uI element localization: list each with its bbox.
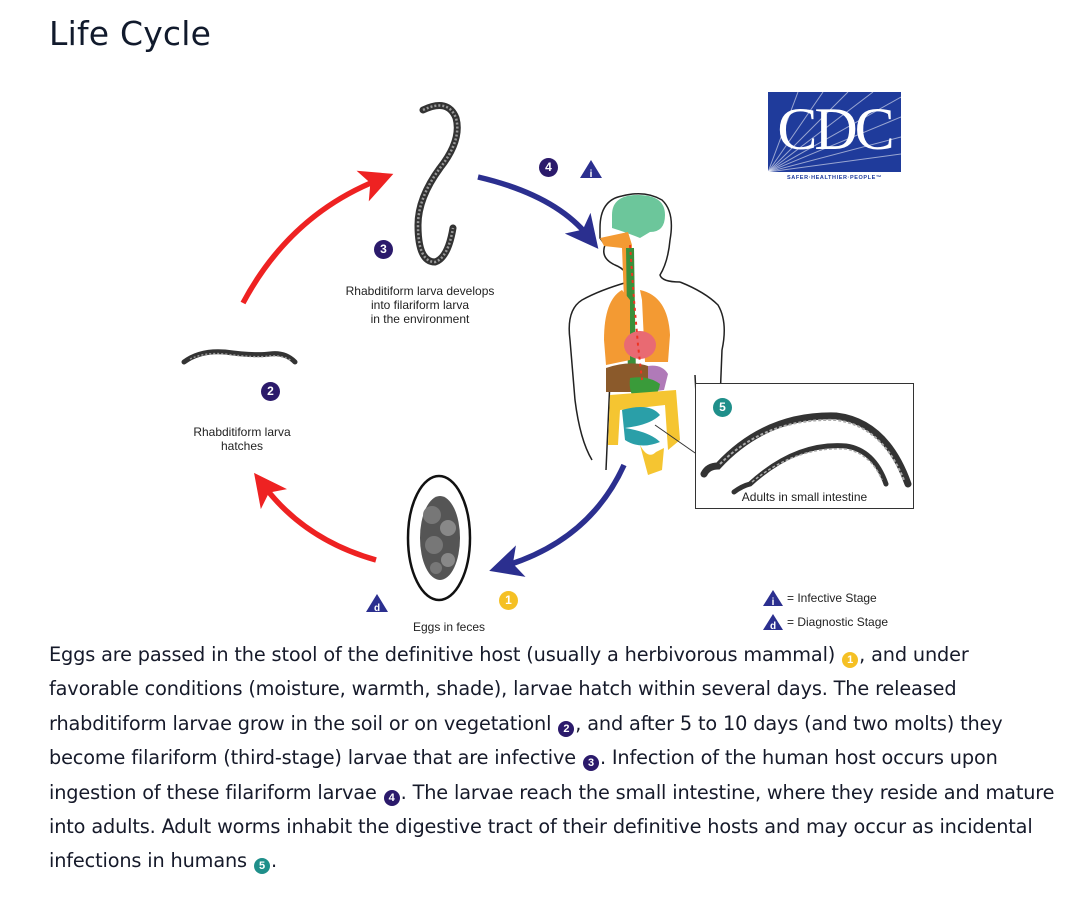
stage-1-label: Eggs in feces <box>412 620 486 634</box>
inline-stage-badge-5: 5 <box>253 858 270 875</box>
arrow-stage3-to-host <box>477 174 599 249</box>
arrow-host-to-stage1 <box>489 463 627 577</box>
cdc-logo: CDC <box>768 92 901 172</box>
svg-text:i: i <box>590 169 593 180</box>
egg-illustration <box>406 474 472 602</box>
inline-stage-badge-4: 4 <box>383 789 400 806</box>
stage-badge-3: 3 <box>374 240 393 259</box>
svg-text:d: d <box>770 621 776 631</box>
stage-badge-1: 1 <box>499 591 518 610</box>
cdc-tagline: SAFER·HEALTHIER·PEOPLE™ <box>787 175 882 181</box>
stage-badge-4: 4 <box>539 158 558 177</box>
svg-text:d: d <box>374 603 380 614</box>
infective-stage-marker: i <box>580 160 602 180</box>
legend-diagnostic: d = Diagnostic Stage <box>762 610 888 634</box>
arrow-stage1-to-stage2 <box>254 472 377 563</box>
legend-infective: i = Infective Stage <box>762 586 888 610</box>
svg-text:i: i <box>772 597 775 607</box>
human-host-illustration <box>568 193 725 475</box>
infective-triangle-icon: i <box>763 590 783 607</box>
page-title: Life Cycle <box>49 14 212 53</box>
life-cycle-description: Eggs are passed in the stool of the defi… <box>49 643 1055 875</box>
diagnostic-triangle-icon: d <box>763 614 783 631</box>
stage-legend: i = Infective Stage d = Diagnostic Stage <box>762 586 888 634</box>
diagram-drawing: i d <box>181 102 725 614</box>
arrow-stage2-to-stage3 <box>240 170 394 305</box>
stage-badge-5: 5 <box>713 398 732 417</box>
stage-2-label: Rhabditiform larva hatches <box>193 425 291 453</box>
rhabditiform-larva-illustration <box>181 349 298 365</box>
inline-stage-badge-1: 1 <box>842 652 859 668</box>
inline-stage-badge-3: 3 <box>582 755 599 772</box>
life-cycle-diagram: i d 1 2 3 4 Rhabditiform larva develops … <box>181 92 914 634</box>
cdc-logo-rays <box>768 92 901 172</box>
filariform-larva-illustration <box>414 102 461 266</box>
inline-stage-badge-2: 2 <box>558 720 575 737</box>
diagnostic-stage-marker: d <box>366 594 388 614</box>
cdc-logo-text: CDC <box>777 96 894 162</box>
adult-worms-illustration <box>700 412 912 495</box>
stage-5-label: Adults in small intestine <box>741 490 868 504</box>
stage-3-label: Rhabditiform larva develops into filarif… <box>345 284 495 326</box>
stage-badge-2: 2 <box>261 382 280 401</box>
adults-inset: 5 Adults in small intestine <box>695 383 914 509</box>
